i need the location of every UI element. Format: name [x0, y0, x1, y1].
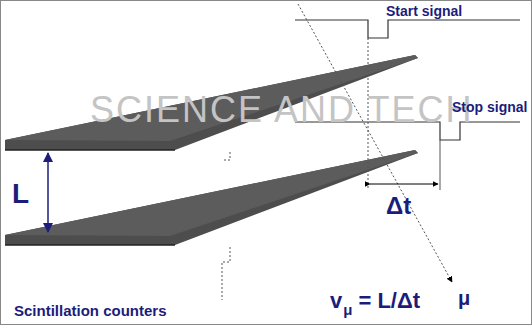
- upper-edge: [5, 149, 175, 151]
- lower-edge: [5, 244, 175, 246]
- particle-label: μ: [458, 288, 470, 308]
- signal-name: Start signal: [386, 4, 462, 18]
- time-label: Δt: [386, 194, 411, 218]
- stop-leader: [440, 140, 441, 190]
- watermark: SCIENCE AND TECH: [90, 92, 473, 128]
- formula-part: = L/Δt: [358, 290, 420, 312]
- signal-name: Stop signal: [452, 100, 527, 114]
- distance-arrow: [47, 153, 49, 232]
- formula-part: v: [330, 290, 342, 312]
- formula-subscript: μ: [343, 302, 352, 317]
- counter-leader-upper: [222, 152, 230, 160]
- distance-label: L: [12, 180, 29, 208]
- part-name: Scintillation counters: [14, 303, 167, 318]
- start-pulse: [295, 20, 520, 38]
- lower-scintillator: [5, 150, 418, 245]
- muon-track: [298, 4, 452, 282]
- counter-leader: [222, 247, 230, 300]
- time-arrow: [370, 184, 438, 185]
- lower-scintillator-face: [5, 150, 418, 236]
